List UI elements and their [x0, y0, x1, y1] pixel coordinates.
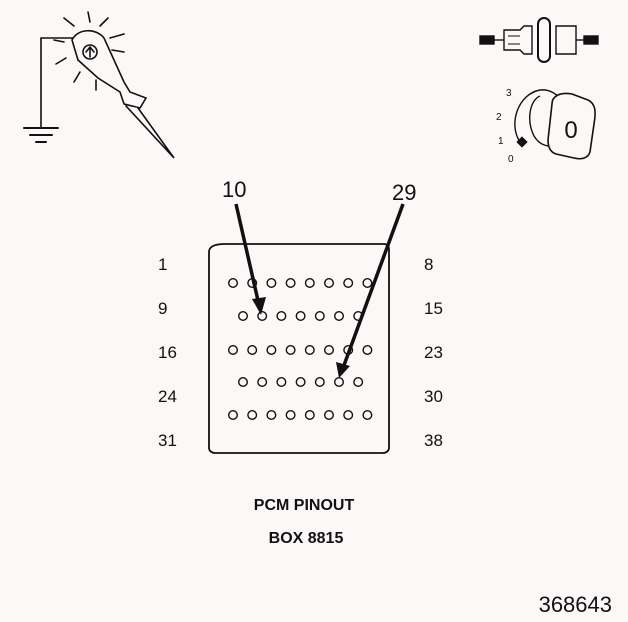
callout-arrow-29	[341, 203, 405, 369]
connector-pin	[334, 311, 345, 322]
row-labels-left: 1 9 16 24 31	[158, 255, 177, 450]
connector-pin	[343, 410, 354, 421]
connector-pin	[247, 345, 258, 356]
connector-pin	[314, 377, 325, 388]
connector-pin	[304, 345, 315, 356]
connector-pin	[285, 278, 296, 289]
row-label-right: 23	[424, 343, 443, 362]
connector-pin	[314, 311, 325, 322]
connector-pin	[257, 311, 268, 322]
connector-pin	[237, 311, 248, 322]
row-label-left: 1	[158, 255, 167, 274]
connector-pin	[276, 377, 287, 388]
callout-arrowhead-10	[252, 297, 266, 315]
connector-pin	[247, 410, 258, 421]
disconnected-connector-icon	[479, 17, 599, 63]
connector-pin	[304, 278, 315, 289]
diagram-subtitle: BOX 8815	[269, 530, 344, 547]
row-label-right: 38	[424, 431, 443, 450]
diagram-title: PCM PINOUT	[254, 497, 355, 514]
callout-arrows	[234, 203, 405, 378]
key-position-3: 3	[506, 88, 512, 99]
connector-pin	[362, 278, 373, 289]
row-label-left: 24	[158, 387, 177, 406]
row-label-left: 9	[158, 299, 167, 318]
connector-pin	[324, 410, 335, 421]
connector-pin	[334, 377, 345, 388]
connector-pin	[227, 278, 238, 289]
ground-symbol-icon	[23, 127, 59, 143]
connector-pin	[285, 345, 296, 356]
connector-pin	[362, 410, 373, 421]
row-label-right: 30	[424, 387, 443, 406]
connector-pin	[227, 345, 238, 356]
connector-pin	[324, 345, 335, 356]
callout-label-10: 10	[222, 177, 246, 202]
connector-pin	[362, 345, 373, 356]
connector-pins	[227, 278, 373, 421]
connector-pin	[266, 410, 277, 421]
connector-pin	[227, 410, 238, 421]
connector-pin	[295, 377, 306, 388]
figure-id: 368643	[539, 592, 612, 617]
connector-pin	[266, 278, 277, 289]
row-label-right: 15	[424, 299, 443, 318]
row-label-left: 31	[158, 431, 177, 450]
connector-pin	[343, 278, 354, 289]
connector-pin	[285, 410, 296, 421]
ignition-key-icon: 0 3 2 1 0	[496, 88, 596, 165]
callout-arrowhead-29	[336, 362, 350, 378]
test-light-probe-icon	[23, 11, 175, 159]
key-position-1: 1	[498, 136, 504, 147]
row-label-left: 16	[158, 343, 177, 362]
key-position-0: 0	[508, 154, 514, 165]
connector-pin	[257, 377, 268, 388]
key-position-label: 0	[564, 117, 577, 144]
callout-arrow-10	[234, 203, 261, 306]
connector-pin	[324, 278, 335, 289]
connector-pin	[304, 410, 315, 421]
connector-pin	[276, 311, 287, 322]
callout-label-29: 29	[392, 180, 416, 205]
connector-pin	[295, 311, 306, 322]
row-labels-right: 8 15 23 30 38	[424, 255, 443, 450]
row-label-right: 8	[424, 255, 433, 274]
key-position-2: 2	[496, 112, 502, 123]
connector-pin	[353, 377, 364, 388]
connector-pin	[237, 377, 248, 388]
connector-pin	[266, 345, 277, 356]
